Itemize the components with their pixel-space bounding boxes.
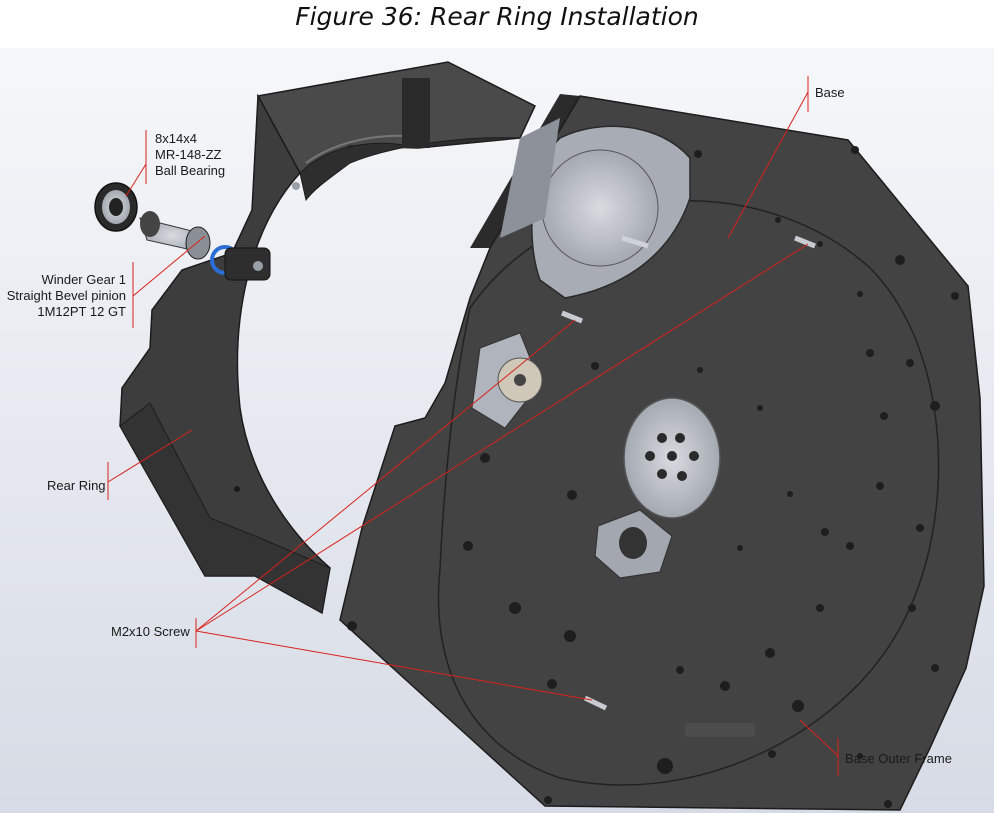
- figure-caption: Figure 36: Rear Ring Installation: [295, 2, 699, 31]
- bearing-label-line-2: MR-148-ZZ: [155, 147, 222, 162]
- base-outer-frame-edge: [437, 200, 940, 786]
- winder-gear-label-line-3: 1M12PT 12 GT: [37, 304, 126, 319]
- motor-body: [541, 149, 659, 267]
- leader-lines: [107, 76, 839, 776]
- base-part: [339, 94, 985, 811]
- ring-slot: [402, 78, 430, 148]
- screw-1: [561, 310, 583, 324]
- bearing-label: 8x14x4 MR-148-ZZ Ball Bearing: [155, 131, 225, 179]
- rear-ring-label: Rear Ring: [47, 478, 106, 493]
- winder-gear-part: [139, 211, 271, 281]
- base-label: Base: [815, 85, 845, 100]
- base-outer-frame-label: Base Outer Frame: [845, 751, 952, 766]
- screw-label: M2x10 Screw: [111, 624, 190, 639]
- bearing-label-line-1: 8x14x4: [155, 131, 197, 146]
- bearing-label-line-3: Ball Bearing: [155, 163, 226, 178]
- cad-viewport: 8x14x4 MR-148-ZZ Ball Bearing Winder Gea…: [0, 48, 994, 813]
- winder-gear-label-line-2: Straight Bevel pinion: [6, 288, 126, 303]
- ball-bearing-part: [94, 182, 138, 232]
- pinion-gear: [471, 332, 543, 429]
- screw-2: [794, 235, 816, 249]
- turntable-gear: [623, 397, 721, 519]
- winder-gear-label: Winder Gear 1 Straight Bevel pinion 1M12…: [4, 272, 126, 320]
- assembly-drawing: [0, 48, 994, 813]
- winder-gear-label-line-1: Winder Gear 1: [41, 272, 126, 287]
- rear-ring-part: [119, 61, 536, 615]
- mounting-holes: [347, 146, 959, 808]
